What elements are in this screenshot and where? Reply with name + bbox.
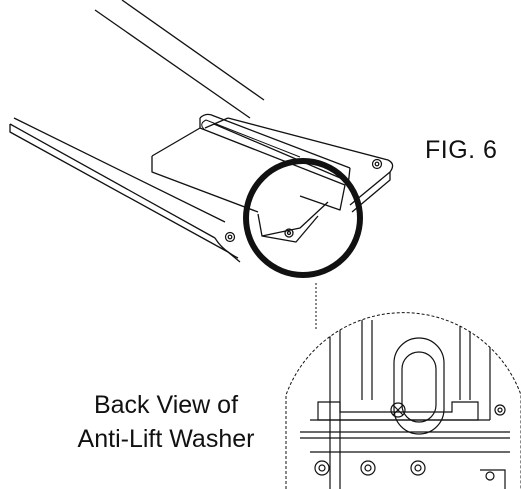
- callout-circle: [243, 158, 363, 278]
- screw-hole: [371, 158, 383, 170]
- caption-line-1: Back View of: [93, 391, 239, 419]
- caption-line-2: Anti-Lift Washer: [77, 425, 255, 453]
- screw-hole: [224, 231, 236, 243]
- detail-inset: [285, 312, 521, 489]
- figure-label: FIG. 6: [425, 136, 498, 164]
- detail-caption: Back View of Anti-Lift Washer: [40, 388, 292, 456]
- rail-body: [9, 0, 265, 263]
- anti-lift-washer-front: [257, 201, 329, 243]
